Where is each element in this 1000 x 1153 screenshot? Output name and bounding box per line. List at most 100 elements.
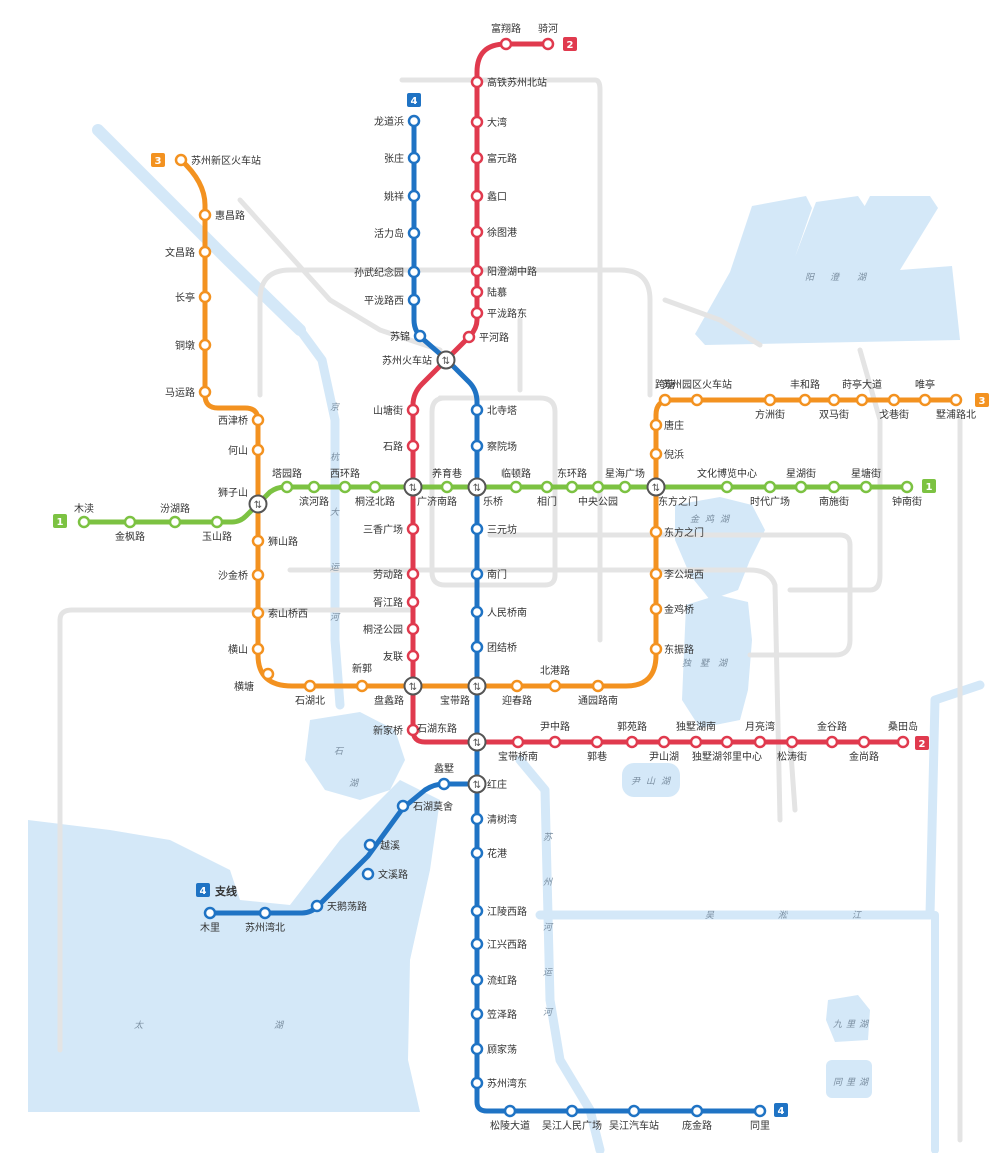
station-蠡口[interactable] [470,189,484,203]
station-横山[interactable] [251,642,265,656]
station-东振路[interactable] [649,642,663,656]
station-金尚路[interactable] [857,735,871,749]
station-马运路[interactable] [198,385,212,399]
station-人民桥南[interactable] [470,605,484,619]
station-三香广场[interactable] [406,522,420,536]
station-东方之门[interactable] [649,525,663,539]
station-清树湾[interactable] [470,812,484,826]
station-石路[interactable] [406,439,420,453]
station-狮山路[interactable] [251,534,265,548]
station-松陵大道[interactable] [503,1104,517,1118]
station-临顿路[interactable] [509,480,523,494]
station-苏州湾东[interactable] [470,1076,484,1090]
station-顾家荡[interactable] [470,1042,484,1056]
station-富翔路[interactable] [499,37,513,51]
station-文昌路[interactable] [198,245,212,259]
station-月亮湾[interactable] [753,735,767,749]
station-阳澄湖中路[interactable] [470,264,484,278]
station-星海广场[interactable] [618,480,632,494]
station-郭巷[interactable] [590,735,604,749]
station-大湾[interactable] [470,115,484,129]
station-西环路[interactable] [338,480,352,494]
station-高铁苏州北站[interactable] [470,75,484,89]
interchange-station-盘蠡路[interactable] [403,676,423,696]
station-汾湖路[interactable] [168,515,182,529]
station-新家桥[interactable] [406,723,420,737]
station-姚祥[interactable] [407,189,421,203]
station-石湖莫舍[interactable] [396,799,410,813]
line4-badge-south[interactable]: 4 [774,1103,788,1117]
station-桑田岛[interactable] [896,735,910,749]
station-桐泾公园[interactable] [406,622,420,636]
station-桐泾北路[interactable] [368,480,382,494]
station-独墅湖南[interactable] [689,735,703,749]
station-徐图港[interactable] [470,225,484,239]
station-墅浦路北[interactable] [949,393,963,407]
interchange-station-苏州火车站[interactable] [436,350,456,370]
station-花港[interactable] [470,846,484,860]
station-尹山湖[interactable] [657,735,671,749]
interchange-station-宝带路[interactable] [467,676,487,696]
station-唯亭[interactable] [918,393,932,407]
station-龙道浜[interactable] [407,114,421,128]
station-平泷路东[interactable] [470,306,484,320]
station-养育巷[interactable] [440,480,454,494]
station-骑河[interactable] [541,37,555,51]
station-郭苑路[interactable] [625,735,639,749]
station-蠡墅[interactable] [437,777,451,791]
station-北港路[interactable] [548,679,562,693]
station-北寺塔[interactable] [470,403,484,417]
station-流虹路[interactable] [470,973,484,987]
station-同里[interactable] [753,1104,767,1118]
station-木渎[interactable] [77,515,91,529]
station-察院场[interactable] [470,439,484,453]
station-铜墩[interactable] [198,338,212,352]
station-苏州新区火车站[interactable] [174,153,188,167]
station-滨河路[interactable] [307,480,321,494]
station-平泷路西[interactable] [407,293,421,307]
station-金谷路[interactable] [825,735,839,749]
station-南施街[interactable] [827,480,841,494]
station-胥江路[interactable] [406,595,420,609]
station-相门[interactable] [540,480,554,494]
station-星塘街[interactable] [859,480,873,494]
station-中央公园[interactable] [591,480,605,494]
line3-badge-east[interactable]: 3 [975,393,989,407]
station-独墅湖邻里中心[interactable] [720,735,734,749]
station-李公堤西[interactable] [649,567,663,581]
station-宝带桥南[interactable] [511,735,525,749]
station-长亭[interactable] [198,290,212,304]
station-三元坊[interactable] [470,522,484,536]
station-双马街[interactable] [827,393,841,407]
station-苏州园区火车站[interactable] [690,393,704,407]
station-莳亭大道[interactable] [855,393,869,407]
line1-badge-east[interactable]: 1 [922,479,936,493]
station-钟南街[interactable] [900,480,914,494]
station-何山[interactable] [251,443,265,457]
interchange-station-红庄[interactable] [467,774,487,794]
line2-badge-north[interactable]: 2 [563,37,577,51]
interchange-station-乐桥[interactable] [467,477,487,497]
station-丰和路[interactable] [798,393,812,407]
station-时代广场[interactable] [763,480,777,494]
station-孙武纪念园[interactable] [407,265,421,279]
station-跨塘[interactable] [658,393,672,407]
station-平河路[interactable] [462,330,476,344]
station-星湖街[interactable] [794,480,808,494]
station-富元路[interactable] [470,151,484,165]
interchange-station-广济南路[interactable] [403,477,423,497]
line4-badge-north[interactable]: 4 [407,93,421,107]
station-惠昌路[interactable] [198,208,212,222]
station-玉山路[interactable] [210,515,224,529]
station-木里[interactable] [203,906,217,920]
station-江陵西路[interactable] [470,904,484,918]
station-尹中路[interactable] [548,735,562,749]
station-吴江人民广场[interactable] [565,1104,579,1118]
station-横塘[interactable] [261,667,275,681]
interchange-station-石湖东路[interactable] [467,732,487,752]
station-苏州湾北[interactable] [258,906,272,920]
station-金鸡桥[interactable] [649,602,663,616]
station-笠泽路[interactable] [470,1007,484,1021]
station-苏锦[interactable] [413,329,427,343]
station-越溪[interactable] [363,838,377,852]
